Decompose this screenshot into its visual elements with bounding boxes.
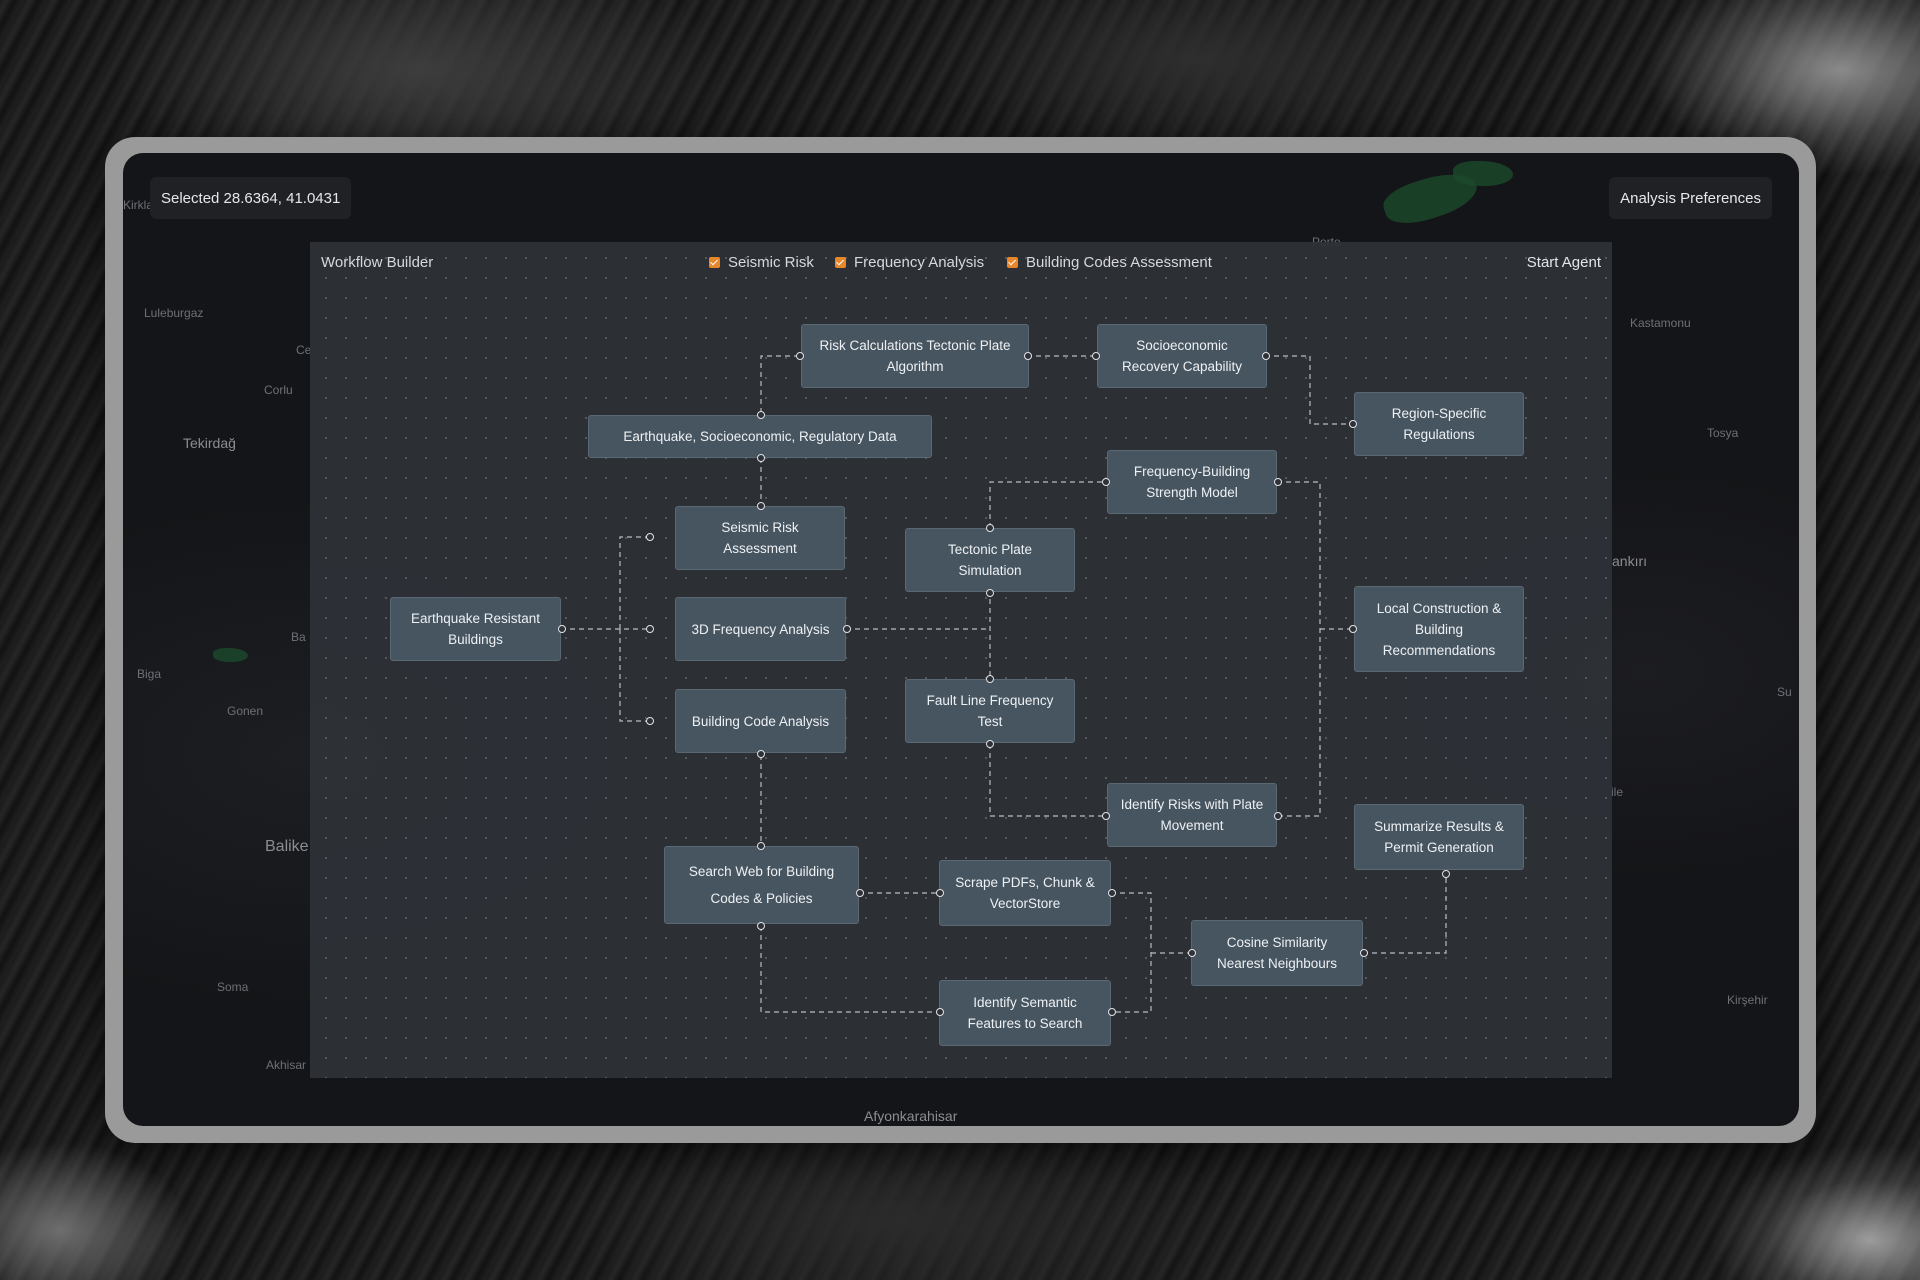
node-frequency-building-model[interactable]: Frequency-Building Strength Model [1107,450,1277,514]
node-tectonic-plate-simulation[interactable]: Tectonic Plate Simulation [905,528,1075,592]
node-port[interactable] [843,625,851,633]
node-port[interactable] [1262,352,1270,360]
node-port[interactable] [1360,949,1368,957]
node-region-specific-regulations[interactable]: Region-Specific Regulations [1354,392,1524,456]
map-label: Kirkla [123,198,154,212]
edge [1277,481,1321,817]
node-port[interactable] [1108,889,1116,897]
node-building-code-analysis[interactable]: Building Code Analysis [675,689,846,753]
node-port[interactable] [646,533,654,541]
edge [1111,892,1152,1013]
checkbox-checked-icon[interactable] [835,257,846,268]
node-port[interactable] [558,625,566,633]
node-port[interactable] [1102,812,1110,820]
node-port[interactable] [986,589,994,597]
map-screen[interactable]: Kirkla Luleburgaz Ce Corlu Tekirdağ Ba B… [123,153,1799,1126]
map-label: Ce [296,343,312,357]
forest-area [1453,161,1513,186]
map-label: Gonen [227,704,264,718]
node-port[interactable] [986,675,994,683]
node-port[interactable] [646,717,654,725]
node-3d-frequency-analysis[interactable]: 3D Frequency Analysis [675,597,846,661]
selected-coordinates-readout: Selected 28.6364, 41.0431 [150,177,352,219]
edge [760,926,939,1013]
forest-area [213,648,248,662]
node-port[interactable] [757,454,765,462]
map-label: Tekirdağ [183,435,236,451]
node-earthquake-data[interactable]: Earthquake, Socioeconomic, Regulatory Da… [588,415,932,458]
map-label: Luleburgaz [144,306,204,320]
node-port[interactable] [1092,352,1100,360]
node-risk-calculations[interactable]: Risk Calculations Tectonic Plate Algorit… [801,324,1029,388]
workflow-toolbar: Workflow Builder Seismic Risk Frequency … [310,242,1612,282]
map-label: ile [1611,785,1624,799]
node-scrape-pdfs-vectorstore[interactable]: Scrape PDFs, Chunk & VectorStore [939,860,1111,926]
node-port[interactable] [1274,812,1282,820]
node-summarize-results-permit[interactable]: Summarize Results & Permit Generation [1354,804,1524,870]
node-port[interactable] [1188,949,1196,957]
node-port[interactable] [1442,870,1450,878]
workflow-builder-panel[interactable]: Workflow Builder Seismic Risk Frequency … [310,242,1612,1078]
map-label: Ba [291,630,306,644]
node-cosine-similarity[interactable]: Cosine Similarity Nearest Neighbours [1191,920,1363,986]
map-label: Kirşehir [1727,993,1768,1007]
map-label: Balike [265,838,309,855]
node-port[interactable] [1102,478,1110,486]
node-port[interactable] [796,352,804,360]
node-port[interactable] [757,750,765,758]
node-search-web-building-codes[interactable]: Search Web for Building Codes & Policies [664,846,859,924]
node-port[interactable] [757,502,765,510]
start-agent-button[interactable]: Start Agent [1526,254,1601,271]
node-port[interactable] [646,625,654,633]
filter-seismic-risk[interactable]: Seismic Risk [709,254,814,271]
edge [1363,874,1447,954]
edge [619,629,649,722]
workflow-title: Workflow Builder [321,254,434,271]
map-label: ankırı [1612,553,1648,569]
node-seismic-risk-assessment[interactable]: Seismic Risk Assessment [675,506,845,570]
map-label: Akhisar [266,1058,307,1072]
filter-label: Seismic Risk [728,254,814,271]
edge [619,536,649,629]
edge [989,481,1105,528]
map-label: Biga [137,667,162,681]
map-label: Soma [217,980,249,994]
node-port[interactable] [856,889,864,897]
node-port[interactable] [757,922,765,930]
node-local-construction-recommendations[interactable]: Local Construction & Building Recommenda… [1354,586,1524,672]
node-port[interactable] [1024,352,1032,360]
node-port[interactable] [757,411,765,419]
node-port[interactable] [1349,420,1357,428]
map-label: Corlu [264,383,293,397]
filter-label: Frequency Analysis [854,254,985,271]
node-fault-line-frequency-test[interactable]: Fault Line Frequency Test [905,679,1075,743]
checkbox-checked-icon[interactable] [1007,257,1018,268]
edge [760,355,799,415]
node-port[interactable] [986,740,994,748]
node-port[interactable] [936,889,944,897]
node-port[interactable] [936,1008,944,1016]
edge [989,744,1105,817]
node-earthquake-resistant-buildings[interactable]: Earthquake Resistant Buildings [390,597,561,661]
checkbox-checked-icon[interactable] [709,257,720,268]
filter-frequency-analysis[interactable]: Frequency Analysis [835,254,984,271]
node-identify-semantic-features[interactable]: Identify Semantic Features to Search [939,980,1111,1046]
workflow-edges [561,355,1447,1013]
node-port[interactable] [757,842,765,850]
map-label: Kastamonu [1630,316,1691,330]
node-port[interactable] [1274,478,1282,486]
map-label: Afyonkarahisar [864,1108,958,1124]
node-port[interactable] [1349,625,1357,633]
filter-building-codes-assessment[interactable]: Building Codes Assessment [1007,254,1212,271]
analysis-preferences-button[interactable]: Analysis Preferences [1609,177,1772,219]
node-socioeconomic-recovery[interactable]: Socioeconomic Recovery Capability [1097,324,1267,388]
map-label: Su [1777,685,1792,699]
map-label: Tosya [1707,426,1739,440]
node-identify-risks-plate-movement[interactable]: Identify Risks with Plate Movement [1107,783,1277,847]
node-port[interactable] [1108,1008,1116,1016]
node-port[interactable] [986,524,994,532]
edge [1265,355,1352,425]
filter-label: Building Codes Assessment [1026,254,1212,271]
